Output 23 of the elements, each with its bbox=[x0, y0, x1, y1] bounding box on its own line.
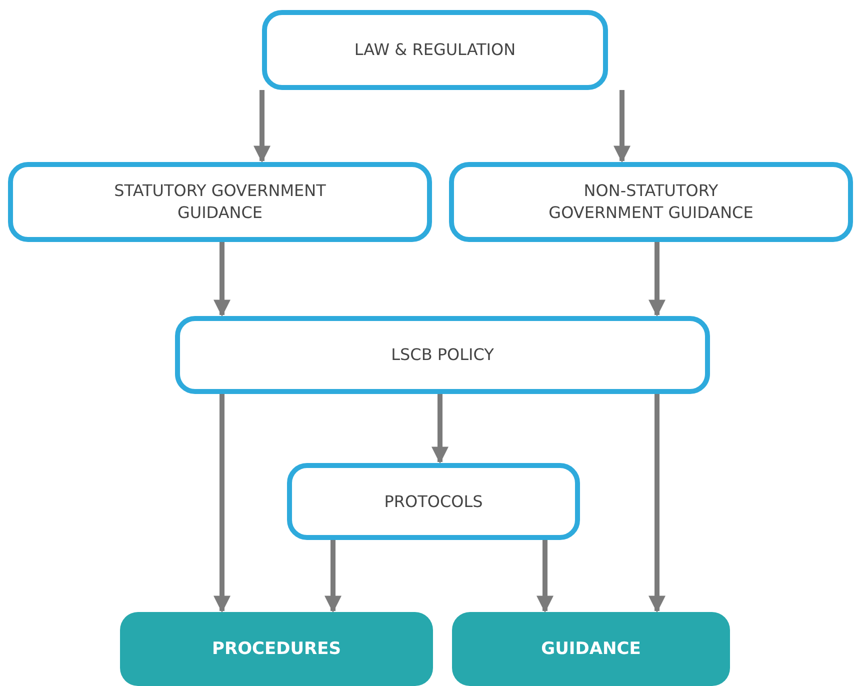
arrow bbox=[648, 394, 666, 613]
process-box bbox=[175, 316, 710, 394]
process-box bbox=[8, 162, 432, 242]
box-label: GUIDANCE bbox=[540, 638, 642, 660]
box-label: STATUTORY GOVERNMENT GUIDANCE bbox=[113, 180, 327, 224]
arrow bbox=[214, 242, 230, 317]
result-box bbox=[452, 612, 730, 686]
arrow bbox=[254, 90, 270, 163]
box-label: PROCEDURES bbox=[211, 638, 342, 660]
process-box bbox=[449, 162, 853, 242]
box-label: LSCB POLICY bbox=[390, 344, 495, 366]
arrow bbox=[214, 394, 230, 613]
arrow bbox=[614, 90, 630, 163]
process-box bbox=[262, 10, 608, 90]
arrow bbox=[648, 242, 666, 317]
process-box bbox=[287, 463, 580, 540]
box-label: LAW & REGULATION bbox=[353, 39, 517, 61]
arrow bbox=[432, 394, 448, 464]
box-label: NON-STATUTORY GOVERNMENT GUIDANCE bbox=[548, 180, 754, 224]
arrow bbox=[536, 540, 554, 613]
box-label: PROTOCOLS bbox=[383, 490, 484, 512]
arrow bbox=[324, 540, 342, 613]
result-box bbox=[120, 612, 433, 686]
